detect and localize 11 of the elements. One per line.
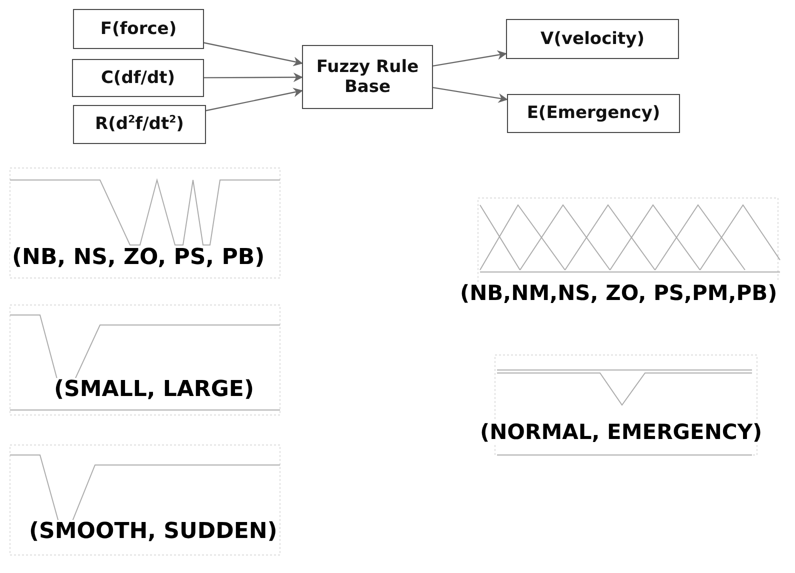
arrow [204,42,303,66]
process-box: Fuzzy Rule Base [302,45,433,109]
variable-box: V(velocity) [506,19,679,59]
variable-box: F(force) [73,9,204,49]
variable-box: R(d$^{2}$f/dt$^{2}$) [73,105,206,144]
arrow [432,86,508,103]
arrow [204,72,303,82]
arrow [206,88,303,112]
variable-box: E(Emergency) [507,94,680,133]
arrow [432,50,507,67]
variable-box: C(df/dt) [72,59,204,97]
